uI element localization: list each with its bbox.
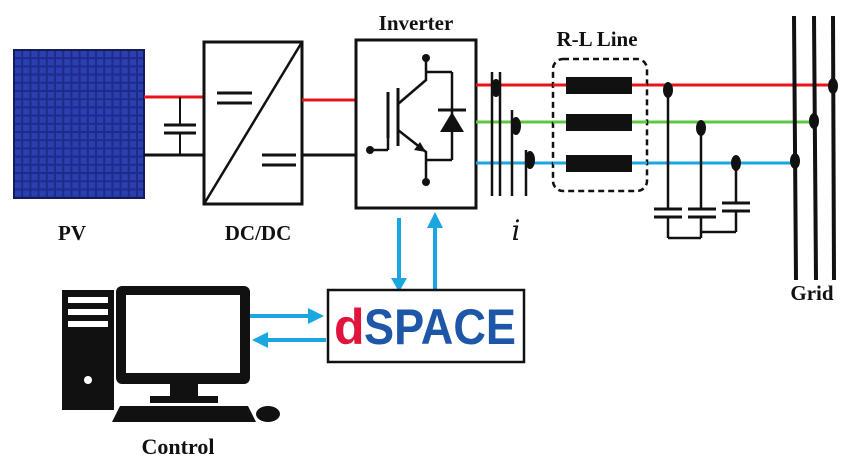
pv-dc-wires [144,95,204,157]
dspace-logo-space: SPACE [364,299,516,355]
computer-icon [62,286,280,422]
current-sensors [490,72,535,196]
dspace-box: d SPACE [326,288,526,364]
rl-line-block [551,57,649,193]
current-label: i [512,214,521,247]
inverter-label: Inverter [379,11,454,35]
pv-panel [13,49,145,199]
dcdc-label: DC/DC [225,221,292,245]
dspace-logo-d: d [334,299,365,355]
capacitor-bank [654,82,750,240]
grid-busbars [790,15,838,281]
dcdc-converter [202,40,304,206]
dcdc-inverter-wires [302,98,356,157]
control-label: Control [142,434,215,459]
inverter-dspace-arrows [391,212,443,294]
rl-line-label: R-L Line [556,27,637,51]
computer-dspace-arrows [250,308,326,348]
grid-label: Grid [790,281,833,305]
pv-label: PV [58,221,86,245]
inverter [354,38,478,210]
